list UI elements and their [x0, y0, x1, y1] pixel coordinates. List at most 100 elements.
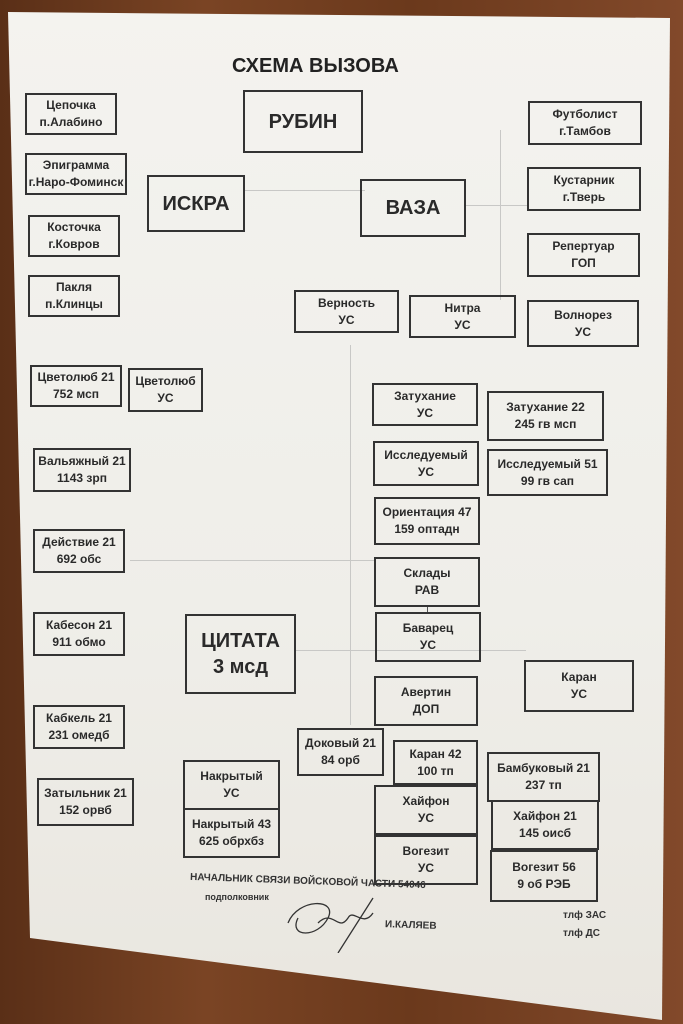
node-kabeson: Кабесон 21 911 обмо — [33, 612, 125, 656]
node-kabkel: Кабкель 21 231 омедб — [33, 705, 125, 749]
footer-rank: подполковник — [205, 892, 269, 902]
node-callsign: Репертуар — [552, 239, 615, 253]
node-unit: ГОП — [571, 256, 596, 270]
node-callsign: Кабкель 21 — [46, 711, 112, 725]
node-callsign: ВАЗА — [385, 197, 441, 219]
node-callsign: Цепочка — [46, 98, 96, 112]
node-unit: 752 мсп — [53, 387, 99, 401]
node-callsign: Кабесон 21 — [45, 618, 112, 632]
node-unit: УС — [417, 464, 435, 479]
footer-tlf-ds: тлф ДС — [563, 928, 600, 939]
node-unit: 237 тп — [525, 778, 562, 792]
node-tsepochka: Цепочка п.Алабино — [25, 93, 117, 135]
node-callsign: Нитра — [444, 300, 481, 315]
node-tsvetolyub21: Цветолюб 21 752 мсп — [30, 365, 122, 407]
node-unit: 84 орб — [321, 753, 360, 767]
node-callsign: Кустарник — [553, 173, 615, 187]
footer-tlf-zas: тлф ЗАС — [563, 910, 607, 921]
node-epigramma: Эпиграмма г.Наро-Фоминск — [25, 153, 127, 195]
node-unit: г.Тверь — [562, 190, 606, 204]
node-unit: 1143 зрп — [57, 471, 107, 485]
connector-line — [296, 650, 526, 651]
node-iskra: ИСКРА — [147, 175, 245, 232]
node-callsign: Хайфон — [402, 794, 450, 808]
node-callsign: Авертин — [400, 685, 452, 699]
node-unit: 625 обрхбз — [198, 834, 264, 848]
node-unit: г.Наро-Фоминск — [28, 175, 124, 189]
node-callsign: Ориентация 47 — [382, 505, 472, 519]
node-callsign: Каран 42 — [409, 746, 462, 761]
node-callsign: Волнорез — [554, 307, 612, 322]
node-callsign: Эпиграмма — [42, 158, 110, 172]
node-orientatsiya: Ориентация 47 159 оптадн — [374, 497, 480, 545]
node-callsign: ИСКРА — [162, 192, 230, 215]
node-unit: 231 омедб — [48, 728, 110, 742]
node-futbolist: Футболист г.Тамбов — [528, 101, 642, 145]
node-callsign: Вальяжный 21 — [38, 454, 126, 468]
node-unit: УС — [416, 405, 434, 420]
node-unit: УС — [570, 687, 588, 701]
node-callsign: Накрытый — [200, 769, 263, 783]
node-callsign: Баварец — [402, 621, 454, 635]
node-unit: 3 мсд — [212, 656, 269, 678]
node-callsign: Действие 21 — [42, 535, 116, 549]
node-karan42: Каран 42 100 тп — [393, 740, 478, 785]
node-callsign: Затухание — [394, 388, 456, 403]
node-unit: УС — [223, 786, 240, 800]
signature — [287, 897, 374, 953]
node-callsign: Футболист — [552, 107, 618, 121]
connector-line — [350, 345, 351, 725]
node-callsign: Вогезит 56 — [512, 860, 576, 874]
node-valyazhny: Вальяжный 21 1143 зрп — [33, 448, 131, 492]
node-callsign: Бамбуковый 21 — [497, 761, 590, 775]
node-unit: 145 оисб — [519, 826, 571, 840]
node-unit: УС — [417, 811, 435, 825]
node-unit: УС — [454, 317, 471, 332]
node-unit: 159 оптадн — [394, 522, 460, 536]
node-callsign: Верность — [317, 295, 376, 310]
node-unit: 100 тп — [417, 763, 454, 778]
node-unit: РАВ — [414, 583, 440, 597]
node-callsign: Каран — [561, 670, 597, 684]
node-callsign: Цветолюб 21 — [37, 370, 115, 384]
node-unit: 245 гв мсп — [514, 417, 577, 431]
node-rubin: РУБИН — [243, 90, 363, 153]
connector-line — [130, 560, 375, 561]
node-unit: ДОП — [412, 702, 440, 716]
node-unit: УС — [417, 861, 435, 875]
node-vaza: ВАЗА — [360, 179, 466, 237]
node-callsign: Вогезит — [402, 844, 450, 858]
node-kustarnik: Кустарник г.Тверь — [527, 167, 641, 211]
node-unit: п.Клинцы — [45, 297, 103, 311]
node-unit: 692 обс — [56, 552, 102, 566]
node-deystvie: Действие 21 692 обс — [33, 529, 125, 573]
node-unit: п.Алабино — [39, 115, 103, 129]
node-unit: 9 об РЭБ — [517, 877, 571, 891]
node-callsign: Косточка — [47, 220, 101, 234]
connector-line — [427, 607, 428, 613]
node-unit: 99 гв сап — [520, 473, 575, 488]
node-bambukovy: Бамбуковый 21 237 тп — [487, 752, 600, 802]
connector-line — [466, 205, 528, 206]
node-unit: г.Тамбов — [559, 124, 611, 138]
node-unit: УС — [338, 312, 355, 327]
connector-line — [500, 130, 501, 300]
node-unit: УС — [574, 324, 592, 339]
node-unit: 911 обмо — [52, 635, 106, 649]
